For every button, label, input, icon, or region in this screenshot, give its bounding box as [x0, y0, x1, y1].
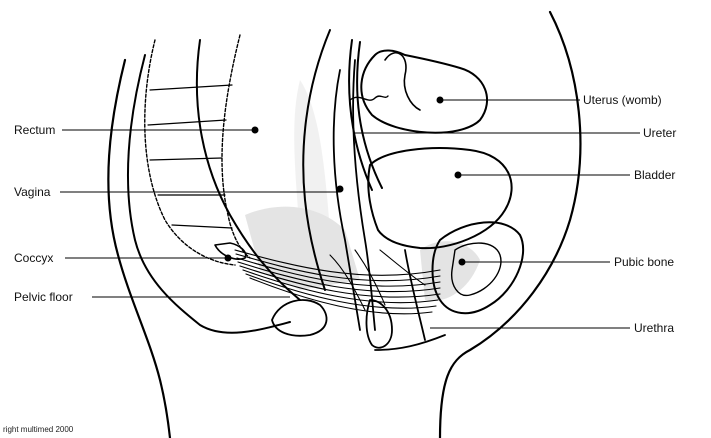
ovary-detail — [350, 96, 388, 100]
vagina-outline — [334, 70, 360, 330]
label-ureter: Ureter — [643, 126, 676, 140]
coccyx-dot — [225, 255, 231, 261]
perineum-outline — [272, 300, 327, 336]
copyright-text: right multimed 2000 — [3, 425, 73, 434]
sacrum-outline — [145, 40, 235, 265]
body-outline-front-lower — [375, 335, 445, 350]
body-outline-back — [108, 60, 170, 438]
uterus-outline — [361, 50, 487, 132]
bladder-dot — [455, 172, 461, 178]
label-rectum: Rectum — [14, 123, 55, 137]
rectum-dot — [252, 127, 258, 133]
bladder-outline — [368, 148, 511, 248]
label-urethra: Urethra — [634, 321, 674, 335]
label-vagina: Vagina — [14, 185, 50, 199]
label-uterus: Uterus (womb) — [583, 93, 662, 107]
body-outline-front — [440, 12, 580, 438]
uterus-dot — [437, 97, 443, 103]
vertebra-lines — [148, 85, 232, 228]
pubic-bone-dot — [459, 259, 465, 265]
vagina-dot — [337, 186, 343, 192]
tissue-shading — [245, 80, 480, 301]
body-outline-back-inner — [128, 55, 290, 333]
label-pubic-bone: Pubic bone — [614, 255, 674, 269]
label-coccyx: Coccyx — [14, 251, 53, 265]
fallopian-tube — [385, 53, 420, 110]
label-pelvic-floor: Pelvic floor — [14, 290, 73, 304]
label-bladder: Bladder — [634, 168, 675, 182]
